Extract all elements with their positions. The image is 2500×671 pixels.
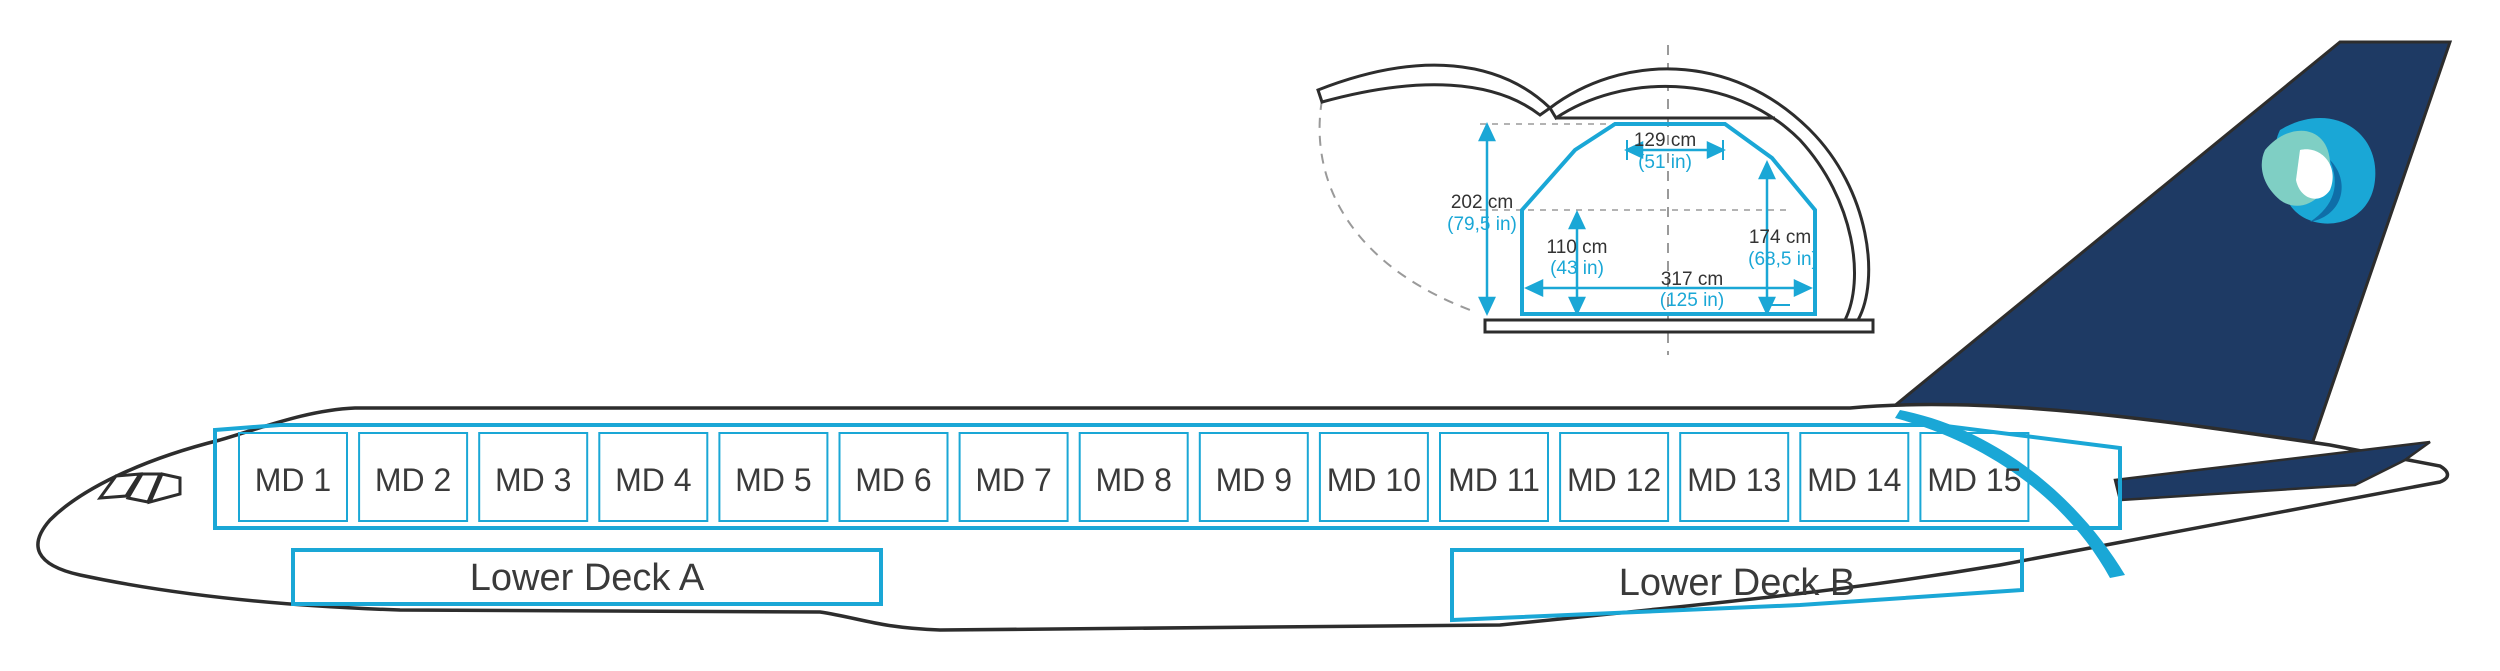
main-deck-position-label: MD 9 bbox=[1216, 462, 1292, 498]
main-deck-position-label: MD 1 bbox=[255, 462, 331, 498]
tail-stripe bbox=[1895, 410, 2125, 578]
main-deck-position-label: MD 11 bbox=[1448, 462, 1540, 498]
top-width-cm: 129 cm bbox=[1634, 130, 1696, 151]
lower-deck-a-label: Lower Deck A bbox=[470, 557, 705, 599]
main-deck-position[interactable] bbox=[958, 432, 1069, 522]
main-deck-position[interactable] bbox=[238, 432, 348, 522]
main-deck-outline bbox=[213, 423, 2122, 530]
main-deck-position-label: MD 6 bbox=[855, 462, 931, 498]
main-deck-position-label: MD 12 bbox=[1567, 462, 1661, 498]
main-deck-position[interactable] bbox=[1318, 432, 1429, 522]
main-deck-position[interactable] bbox=[1439, 432, 1549, 522]
right-height-cm: 174 cm bbox=[1749, 227, 1811, 248]
main-deck-position[interactable] bbox=[718, 432, 829, 522]
lower-deck-b[interactable] bbox=[1450, 548, 2024, 623]
main-deck-position-label: MD 15 bbox=[1927, 462, 2021, 498]
base-width-in: (125 in) bbox=[1660, 290, 1724, 311]
main-deck-position-label: MD 2 bbox=[375, 462, 451, 498]
main-deck-positions: MD 1 MD 2 MD 3 MD 4 MD 5 MD 6 MD 7 MD 8 MD 9 MD 1… bbox=[238, 432, 2030, 522]
main-deck-position[interactable] bbox=[1559, 432, 1670, 522]
main-deck-position-label: MD 8 bbox=[1095, 462, 1171, 498]
main-deck-position[interactable] bbox=[1198, 432, 1309, 522]
main-deck-position-label: MD 4 bbox=[615, 462, 691, 498]
tail-fin bbox=[1889, 40, 2453, 452]
main-deck-position-label: MD 14 bbox=[1807, 462, 1901, 498]
side-height-cm: 110 cm bbox=[1547, 237, 1608, 258]
cockpit-windows bbox=[96, 472, 182, 505]
fuselage bbox=[36, 402, 2450, 632]
top-width-in: (51 in) bbox=[1638, 152, 1692, 173]
main-deck-position-label: MD 5 bbox=[735, 462, 811, 498]
main-deck-position-label: MD 10 bbox=[1327, 462, 1421, 498]
main-deck-position[interactable] bbox=[1799, 432, 1910, 522]
total-height-cm: 202 cm bbox=[1451, 192, 1513, 213]
main-deck-position-label: MD 7 bbox=[975, 462, 1051, 498]
main-deck-position[interactable] bbox=[478, 432, 589, 522]
main-deck-position[interactable] bbox=[838, 432, 949, 522]
main-deck-position[interactable] bbox=[1679, 432, 1790, 522]
base-width-cm: 317 cm bbox=[1661, 269, 1723, 290]
side-height-in: (43 in) bbox=[1550, 258, 1604, 279]
main-deck-position[interactable] bbox=[1078, 432, 1189, 522]
main-deck-position-label: MD 3 bbox=[495, 462, 571, 498]
main-deck-position-label: MD 13 bbox=[1687, 462, 1781, 498]
main-deck-position[interactable] bbox=[1919, 432, 2030, 522]
airline-logo-icon bbox=[2261, 118, 2376, 224]
fuselage-cross-section: 129 cm (51 in) 202 cm (79,5 in) 110 cm (… bbox=[1316, 45, 1875, 355]
lower-deck-b-label: Lower Deck B bbox=[1619, 562, 1856, 604]
total-height-in: (79,5 in) bbox=[1447, 214, 1517, 235]
right-height-in: (68,5 in) bbox=[1748, 249, 1818, 270]
lower-deck-a[interactable] bbox=[291, 548, 883, 606]
main-deck-position[interactable] bbox=[358, 432, 469, 522]
main-deck-position[interactable] bbox=[598, 432, 709, 522]
